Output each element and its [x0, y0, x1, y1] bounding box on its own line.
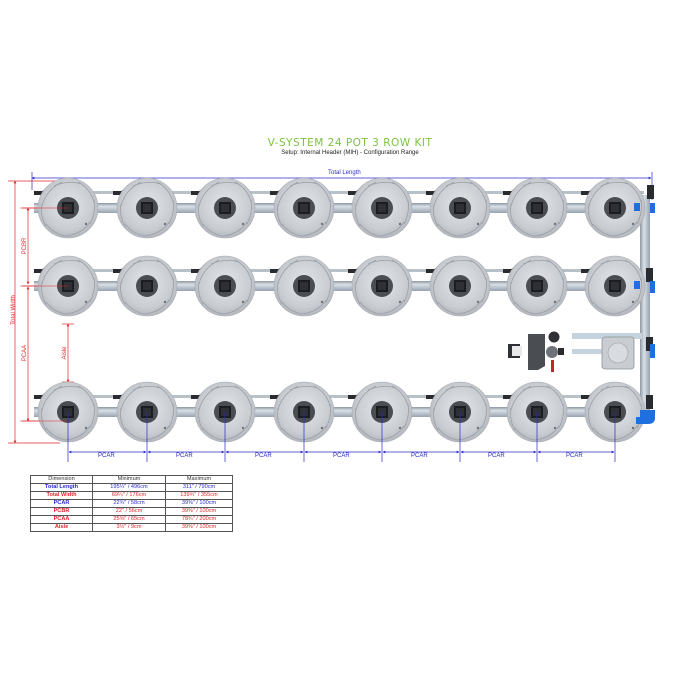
row-max: 39⅜" / 100cm [165, 507, 233, 516]
manifold-fittings [634, 185, 655, 424]
row-max: 78¾" / 200cm [165, 515, 233, 524]
row-pipes [34, 191, 650, 417]
pcaa-label: PCAA [22, 344, 28, 362]
diagram-title: V-SYSTEM 24 POT 3 ROW KIT [267, 137, 433, 149]
pump-reservoir-assembly [508, 331, 642, 372]
table-row: PCBR 22" / 56cm 39⅜" / 100cm [30, 507, 233, 516]
row-max: 311" / 790cm [165, 483, 233, 492]
table-row: Total Width 69¼" / 176cm 139¾" / 355cm [30, 491, 233, 500]
pcar-label-6: PCAR [488, 453, 505, 459]
row-min: 3½" / 9cm [92, 523, 166, 532]
row-max: 39⅜" / 100cm [165, 499, 233, 508]
pcar-label-3: PCAR [255, 453, 272, 459]
row-min: 69¼" / 176cm [92, 491, 166, 500]
header-dimension: Dimension [30, 475, 93, 484]
row-min: 22¾" / 58cm [92, 499, 166, 508]
header-minimum: Minimum [92, 475, 166, 484]
row-min: 25⅝" / 65cm [92, 515, 166, 524]
row-max: 39⅜" / 100cm [165, 523, 233, 532]
table-row: Aisle 3½" / 9cm 39⅜" / 100cm [30, 523, 233, 532]
aisle-label: Aisle [62, 346, 68, 360]
pcar-label-4: PCAR [333, 453, 350, 459]
pcar-label-7: PCAR [566, 453, 583, 459]
pcar-label-5: PCAR [411, 453, 428, 459]
row-dimension: PCAR [30, 499, 93, 508]
pcar-label-1: PCAR [98, 453, 115, 459]
table-header-row: Dimension Minimum Maximum [30, 475, 233, 484]
total-length-label: Total Length [328, 170, 361, 176]
row-dimension: Total Width [30, 491, 93, 500]
row-dimension: Aisle [30, 523, 93, 532]
pot-center-markers [20, 207, 68, 422]
row-min: 22" / 56cm [92, 507, 166, 516]
table-row: PCAA 25⅝" / 65cm 78¾" / 200cm [30, 515, 233, 524]
total-width-label: Total Width [11, 295, 17, 325]
pcar-label-2: PCAR [176, 453, 193, 459]
diagram-subtitle: Setup: Internal Header (MIH) - Configura… [281, 150, 419, 156]
row-dimension: PCAA [30, 515, 93, 524]
row-dimension: PCBR [30, 507, 93, 516]
row-max: 139¾" / 355cm [165, 491, 233, 500]
pcar-dimensions [67, 412, 616, 462]
pcbr-label: PCBR [22, 237, 28, 255]
table-row: PCAR 22¾" / 58cm 39⅜" / 100cm [30, 499, 233, 508]
header-maximum: Maximum [165, 475, 233, 484]
dimension-spec-table: Dimension Minimum Maximum Total Length 1… [30, 475, 233, 532]
row-min: 195¼" / 496cm [92, 483, 166, 492]
table-row: Total Length 195¼" / 496cm 311" / 790cm [30, 483, 233, 492]
row-dimension: Total Length [30, 483, 93, 492]
